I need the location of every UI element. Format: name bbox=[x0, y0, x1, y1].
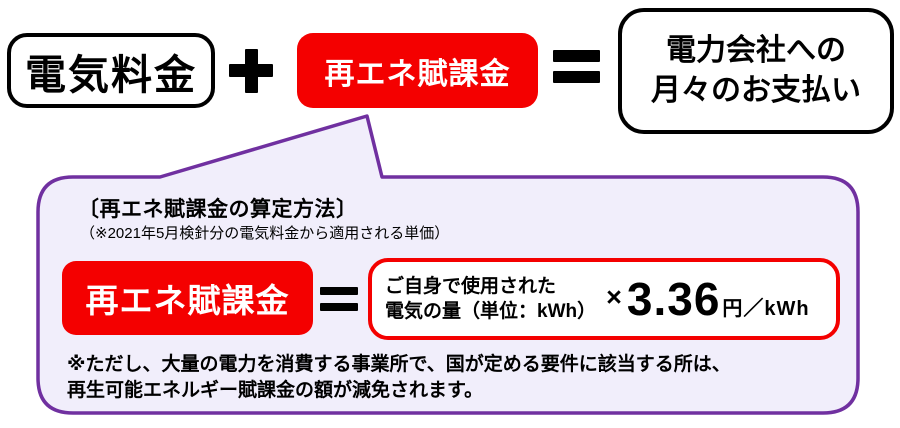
electricity-fee-box: 電気料金 bbox=[7, 33, 215, 108]
calculation-method-title: 〔再エネ賦課金の算定方法〕 bbox=[78, 198, 358, 221]
surcharge-label-bubble: 再エネ賦課金 bbox=[85, 282, 290, 319]
formula-box: ご自身で使用された 電気の量（単位：kWh） × 3.36 円／kWh bbox=[368, 258, 840, 340]
exemption-note-line2: 再生可能エネルギー賦課金の額が減免されます。 bbox=[67, 380, 484, 401]
multiply-icon: × bbox=[606, 282, 622, 312]
monthly-payment-line2: 月々のお支払い bbox=[651, 74, 861, 107]
monthly-payment-label: 電力会社への 月々のお支払い bbox=[651, 31, 861, 111]
rate-value: 3.36 bbox=[626, 273, 721, 325]
equals-icon-bubble-top-bar bbox=[320, 287, 358, 295]
monthly-payment-box: 電力会社への 月々のお支払い bbox=[618, 8, 894, 134]
plus-icon-vertical-bar bbox=[245, 49, 258, 93]
equals-icon-top-bar bbox=[553, 50, 600, 62]
surcharge-box-top: 再エネ賦課金 bbox=[297, 33, 538, 108]
usage-amount-line2: 電気の量（単位：kWh） bbox=[385, 301, 597, 322]
surcharge-box-bubble: 再エネ賦課金 bbox=[62, 261, 313, 335]
unit-price-applicability-note: （※2021年5月検針分の電気料金から適用される単価） bbox=[80, 225, 450, 242]
equals-icon-bubble-bottom-bar bbox=[320, 303, 358, 311]
exemption-note-line1: ※ただし、大量の電力を消費する事業所で、国が定める要件に該当する所は、 bbox=[67, 354, 731, 375]
surcharge-label-top: 再エネ賦課金 bbox=[324, 57, 511, 91]
rate-expression: × 3.36 円／kWh bbox=[606, 272, 810, 326]
electricity-fee-label: 電気料金 bbox=[25, 51, 197, 98]
equals-icon-bottom-bar bbox=[553, 71, 600, 83]
rate-unit: 円／kWh bbox=[722, 298, 810, 320]
monthly-payment-line1: 電力会社への bbox=[666, 34, 846, 67]
usage-amount-label: ご自身で使用された 電気の量（単位：kWh） bbox=[385, 274, 596, 324]
usage-amount-line1: ご自身で使用された bbox=[385, 276, 557, 297]
